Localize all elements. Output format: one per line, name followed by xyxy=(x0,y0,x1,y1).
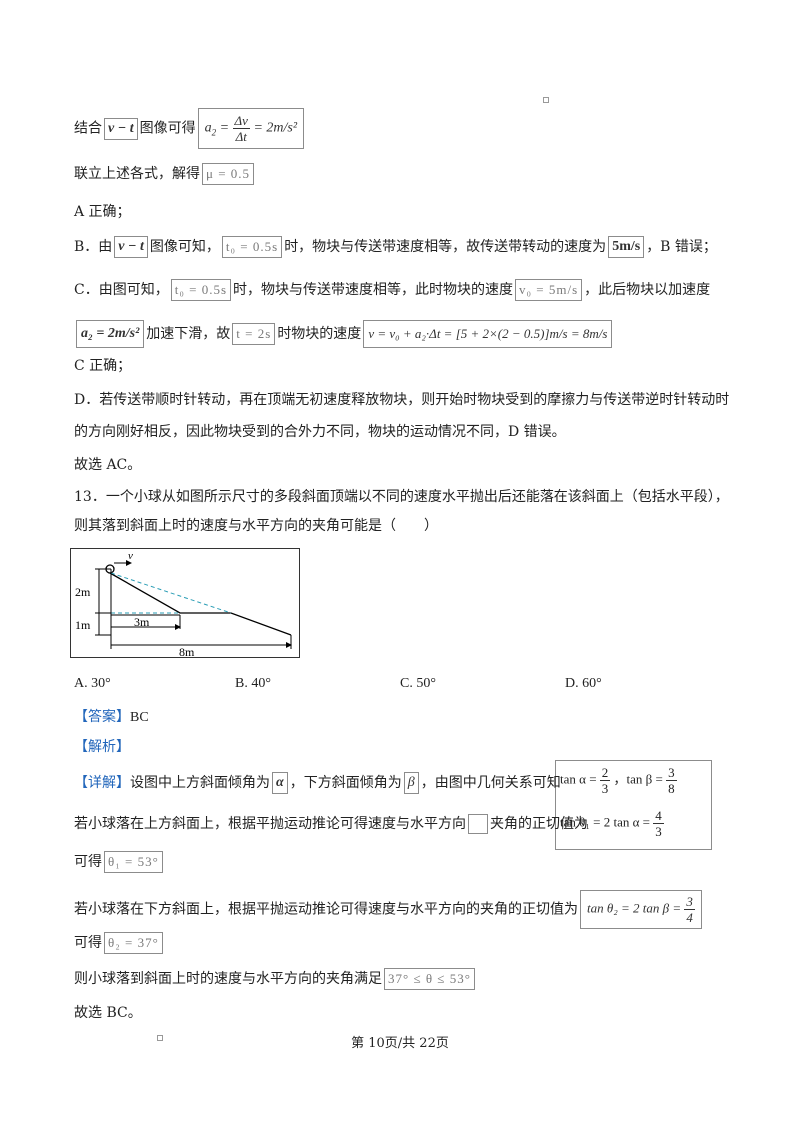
t-box: t = 2s xyxy=(232,323,276,345)
speed-box: 5m/s xyxy=(608,236,645,258)
analysis-tag: 【解析】 xyxy=(74,739,130,755)
detail-line: 若小球落在上方斜面上，根据平抛运动推论可得速度与水平方向夹角的正切值为 xyxy=(74,814,588,834)
incline-figure: v 2m 1m 3m 8m xyxy=(70,548,300,658)
text-line: 故选 AC。 xyxy=(74,457,142,473)
theta2-box: θ₂ = 37° xyxy=(104,932,163,954)
incline-diagram: v 2m 1m 3m 8m xyxy=(75,550,292,657)
label-8m: 8m xyxy=(179,645,195,657)
label-2m: 2m xyxy=(75,585,91,599)
label-3m: 3m xyxy=(134,615,150,629)
detail-line: 故选 BC。 xyxy=(74,1005,142,1021)
label-1m: 1m xyxy=(75,618,91,632)
text: 结合 xyxy=(74,120,102,137)
option-c[interactable]: C. 50° xyxy=(400,676,436,691)
answer-line: 【答案】BC xyxy=(74,707,149,728)
question-13-line: 则其落到斜面上时的速度与水平方向的夹角可能是（ ） xyxy=(74,518,438,534)
page-footer: 第 10页/共 22页 xyxy=(351,1036,449,1051)
alpha-box: α xyxy=(272,772,288,794)
range-box: 37° ≤ θ ≤ 53° xyxy=(384,968,475,990)
text-line: D．若传送带顺时针转动，再在顶端无初速度释放物块，则开始时物块受到的摩擦力与传送… xyxy=(74,392,730,408)
option-d[interactable]: D. 60° xyxy=(565,676,602,691)
text: 联立上述各式，解得 xyxy=(74,166,200,182)
a2-box: a₂ = 2m/s² xyxy=(76,320,145,348)
answer-value: BC xyxy=(130,710,149,725)
text-line: 的方向刚好相反，因此物块受到的合外力不同，物块的运动情况不同，D 错误。 xyxy=(74,424,566,440)
text-line: C 正确； xyxy=(74,358,132,374)
v0-box: v₀ = 5m/s xyxy=(515,279,583,301)
text: 图像可得 xyxy=(139,120,196,137)
text-line: A 正确； xyxy=(74,204,131,220)
answer-tag: 【答案】 xyxy=(74,709,130,725)
analysis-line: 【解析】 xyxy=(74,737,130,757)
tan-formula-box xyxy=(555,760,712,850)
empty-box xyxy=(468,814,488,834)
dashed-line xyxy=(110,572,232,614)
page-marker-icon xyxy=(543,97,549,103)
velocity-formula-box: v = v₀ + a₂·Δt = [5 + 2×(2 − 0.5)]m/s = … xyxy=(363,320,613,348)
page-marker-icon xyxy=(157,1035,163,1041)
t0-box: t₀ = 0.5s xyxy=(221,236,283,258)
vt-box: v − t xyxy=(114,236,148,258)
beta-box: β xyxy=(403,772,419,794)
detail-line: 若小球落在下方斜面上，根据平抛运动推论可得速度与水平方向的夹角的正切值为 tan… xyxy=(74,890,704,929)
detail-tag: 【详解】 xyxy=(74,775,130,791)
option-b[interactable]: B. 40° xyxy=(235,676,271,691)
question-13-line: 13．一个小球从如图所示尺寸的多段斜面顶端以不同的速度水平抛出后还能落在该斜面上… xyxy=(74,489,729,505)
mu-box: μ = 0.5 xyxy=(202,163,255,185)
theta1-box: θ₁ = 53° xyxy=(104,851,163,873)
label-v: v xyxy=(128,550,133,562)
incline-surface xyxy=(109,572,292,636)
option-a[interactable]: A. 30° xyxy=(74,676,111,691)
vt-box: v − t xyxy=(104,117,138,140)
t0-box: t₀ = 0.5s xyxy=(170,279,232,301)
